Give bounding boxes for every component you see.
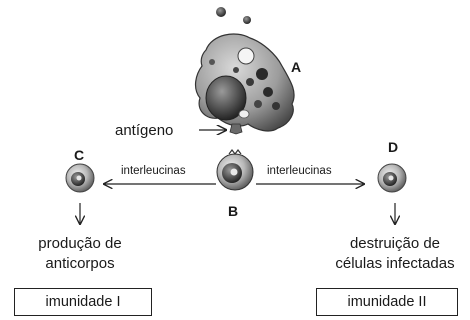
immunity-box-left: imunidade I (14, 288, 152, 316)
immunity-box-right: imunidade II (316, 288, 458, 316)
antigen-label: antígeno (115, 123, 173, 138)
label-c: C (74, 148, 84, 162)
outcome-right-line-2: células infectadas (320, 254, 470, 274)
outcome-left-line-2: anticorpos (20, 254, 140, 274)
lymphocyte-cell-d (378, 164, 406, 192)
lymphocyte-cell-c (66, 164, 94, 192)
lymphocyte-cell-b (217, 150, 253, 190)
label-a: A (291, 60, 301, 74)
outcome-right: destruição de células infectadas (320, 234, 470, 274)
label-b: B (228, 204, 238, 218)
outcome-left-line-1: produção de (20, 234, 140, 254)
interleukin-label-right: interleucinas (267, 166, 332, 178)
macrophage-cell-a (196, 34, 295, 134)
interleukin-label-left: interleucinas (121, 166, 186, 178)
outcome-right-line-1: destruição de (320, 234, 470, 254)
label-d: D (388, 140, 398, 154)
outcome-left: produção de anticorpos (20, 234, 140, 274)
